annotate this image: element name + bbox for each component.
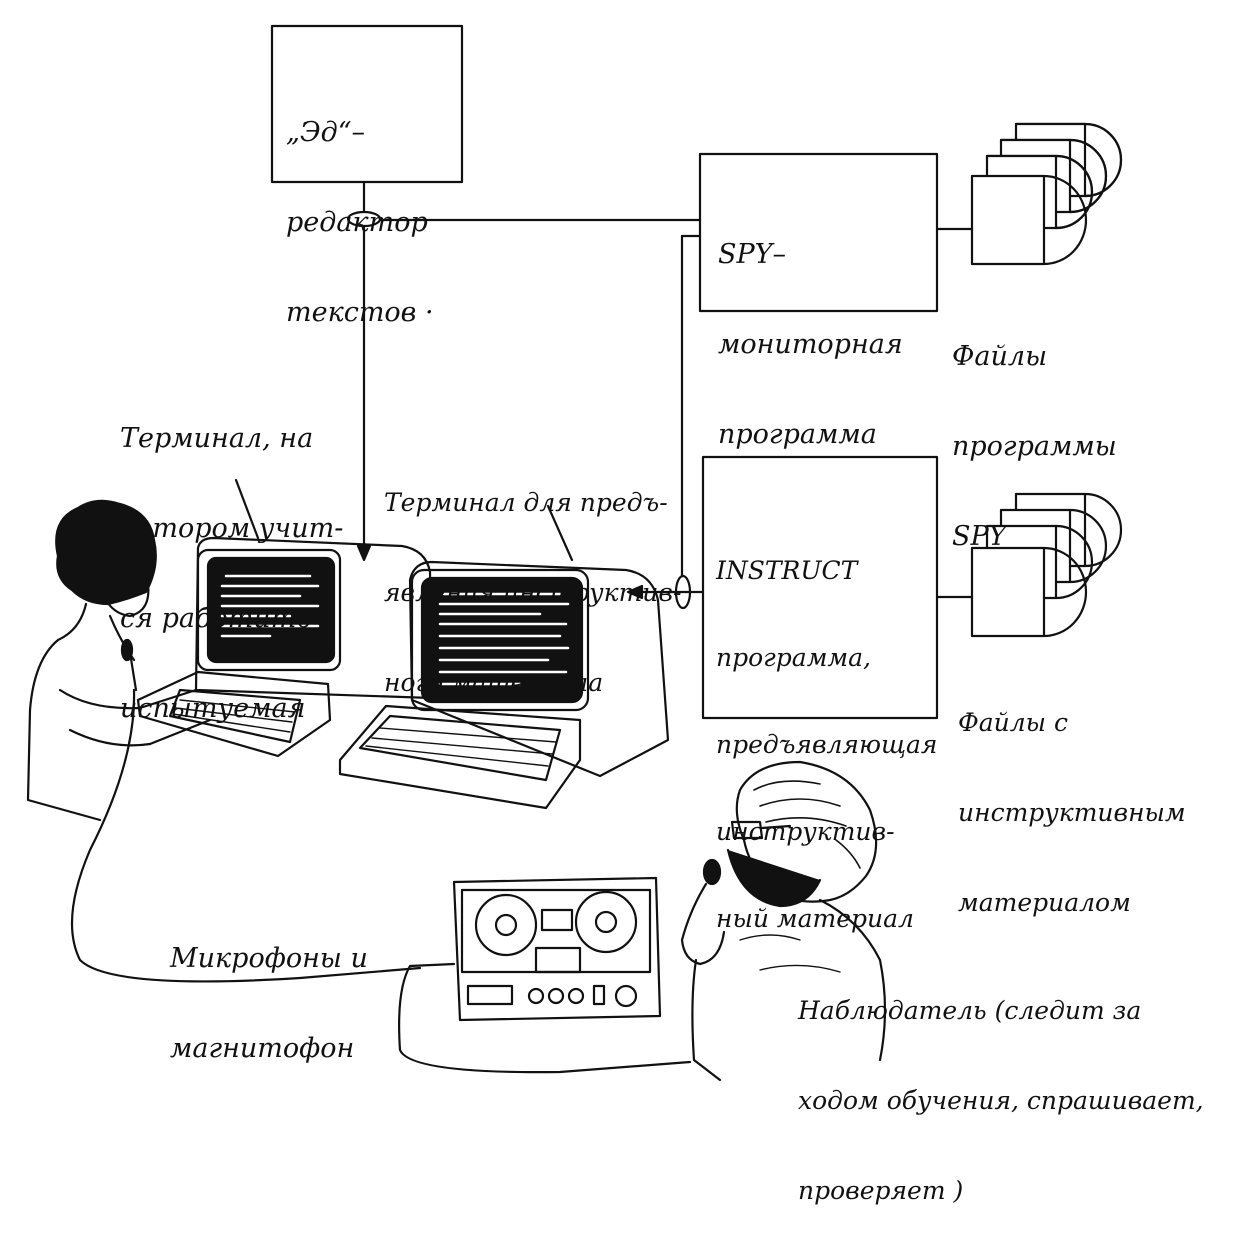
instruct-files-label-line: Файлы с <box>958 708 1068 737</box>
editor-label-line: редактор <box>286 207 428 238</box>
diagram-stage: „Эд“– редактор текстов · SPY– мониторная… <box>26 24 1204 1205</box>
observer-label: Наблюдатель (следит за ходом обучения, с… <box>798 936 1204 1236</box>
instruct-label-line: программа, <box>716 643 872 672</box>
editor-box-label: „Эд“– редактор текстов · <box>286 58 434 358</box>
connection-lines <box>346 180 974 610</box>
spy-files-label-line: SPY <box>952 521 1007 552</box>
spy-files-label-line: программы <box>952 431 1117 462</box>
learner-terminal-label-line: ся работить <box>120 603 311 634</box>
instruction-terminal-label-line: явления инструктив- <box>384 578 682 607</box>
spy-box <box>698 152 939 313</box>
instruct-box <box>701 455 939 720</box>
spy-files-label: Файлы программы SPY <box>952 282 1117 582</box>
instruct-label-line: инструктив- <box>716 817 895 846</box>
learner-terminal-icon <box>136 478 434 758</box>
instruct-files-icon <box>970 492 1123 638</box>
instruction-terminal-label: Терминал для предъ- явления инструктив- … <box>384 428 681 728</box>
learner-figure <box>26 499 422 983</box>
observer-figure <box>680 760 887 1082</box>
instruct-files-label-line: инструктивным <box>958 798 1186 827</box>
instruction-terminal-label-line: ного материала <box>384 668 604 697</box>
instruct-label-line: ный материал <box>716 904 914 933</box>
spy-label-line: SPY– <box>718 239 786 270</box>
instruct-files-label-line: материалом <box>958 888 1131 917</box>
editor-box <box>270 24 464 184</box>
learner-terminal-label-line: котором учит- <box>120 513 344 544</box>
learner-terminal-label-line: испытуемая <box>120 693 306 724</box>
spy-label-line: мониторная <box>718 329 903 360</box>
instruct-box-label: INSTRUCT программа, предъявляющая инстру… <box>716 498 937 962</box>
instruction-terminal-label-line: Терминал для предъ- <box>384 488 668 517</box>
instruct-files-label: Файлы с инструктивным материалом <box>958 648 1186 948</box>
spy-files-icon <box>970 122 1123 266</box>
observer-label-line: ходом обучения, спрашивает, <box>798 1086 1204 1115</box>
spy-files-label-line: Файлы <box>952 341 1048 372</box>
recorder-label-line: Микрофоны и <box>170 943 368 974</box>
recorder-label: Микрофоны и магнитофон <box>170 884 368 1094</box>
recorder-label-line: магнитофон <box>170 1033 355 1064</box>
tape-recorder-icon <box>398 876 692 1074</box>
diagram-drawing <box>26 24 1123 1082</box>
learner-terminal-label: Терминал, на котором учит- ся работить и… <box>120 364 343 754</box>
editor-label-line: текстов · <box>286 297 434 328</box>
instruct-label-line: INSTRUCT <box>716 556 858 585</box>
spy-box-label: SPY– мониторная программа <box>718 180 903 480</box>
editor-label-line: „Эд“– <box>286 117 366 148</box>
instruction-terminal-icon <box>338 504 670 810</box>
learner-terminal-label-line: Терминал, на <box>120 423 314 454</box>
observer-label-line: Наблюдатель (следит за <box>798 996 1142 1025</box>
observer-label-line: проверяет ) <box>798 1176 964 1205</box>
instruct-label-line: предъявляющая <box>716 730 938 759</box>
spy-label-line: программа <box>718 419 877 450</box>
